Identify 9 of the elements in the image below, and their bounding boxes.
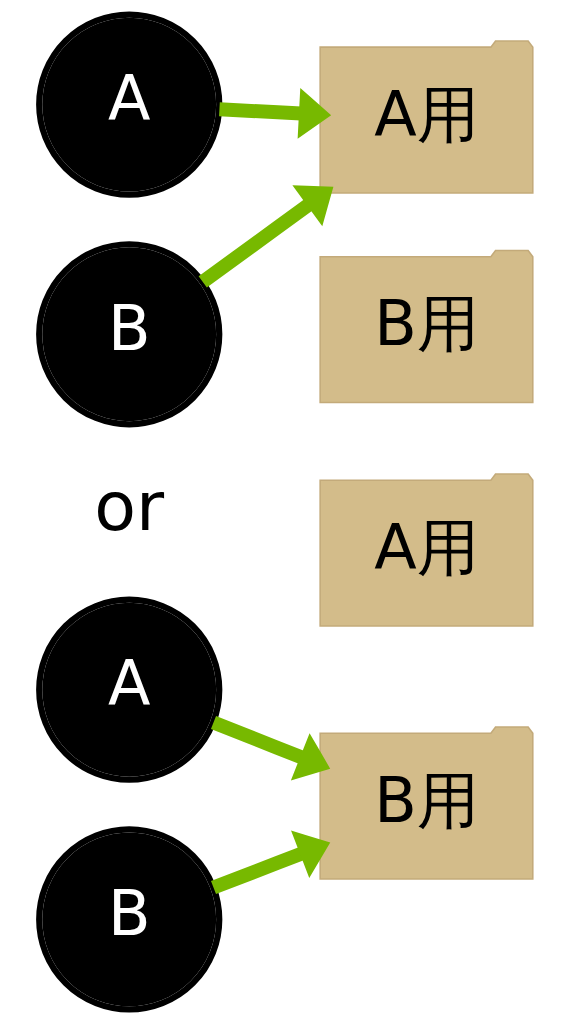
node-circle: B — [35, 826, 222, 1013]
node-circle: A — [35, 11, 222, 198]
arrow — [210, 715, 330, 781]
arrow — [198, 185, 333, 288]
node-circle: B — [35, 241, 222, 428]
arrow — [218, 88, 331, 139]
arrow — [210, 830, 330, 895]
label: or — [93, 467, 164, 547]
node-circle: A — [35, 596, 222, 783]
